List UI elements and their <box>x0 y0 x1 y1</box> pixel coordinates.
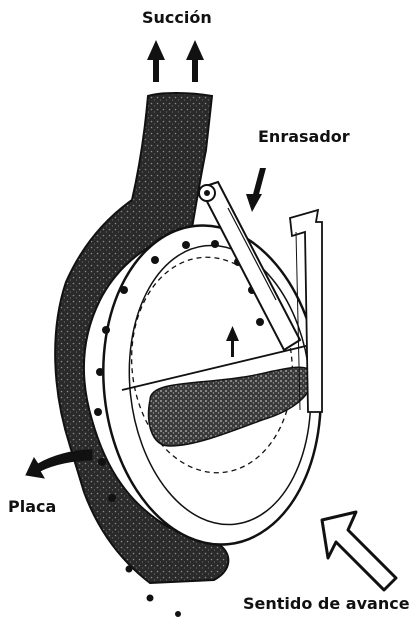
direction-label: Sentido de avance <box>243 594 410 614</box>
direction-arrow <box>322 512 396 590</box>
suction-arrows <box>147 40 204 82</box>
suction-label: Succión <box>142 8 212 28</box>
plate-label: Placa <box>8 497 56 517</box>
leveler-arrow <box>246 168 266 212</box>
leveler-label: Enrasador <box>258 127 350 147</box>
